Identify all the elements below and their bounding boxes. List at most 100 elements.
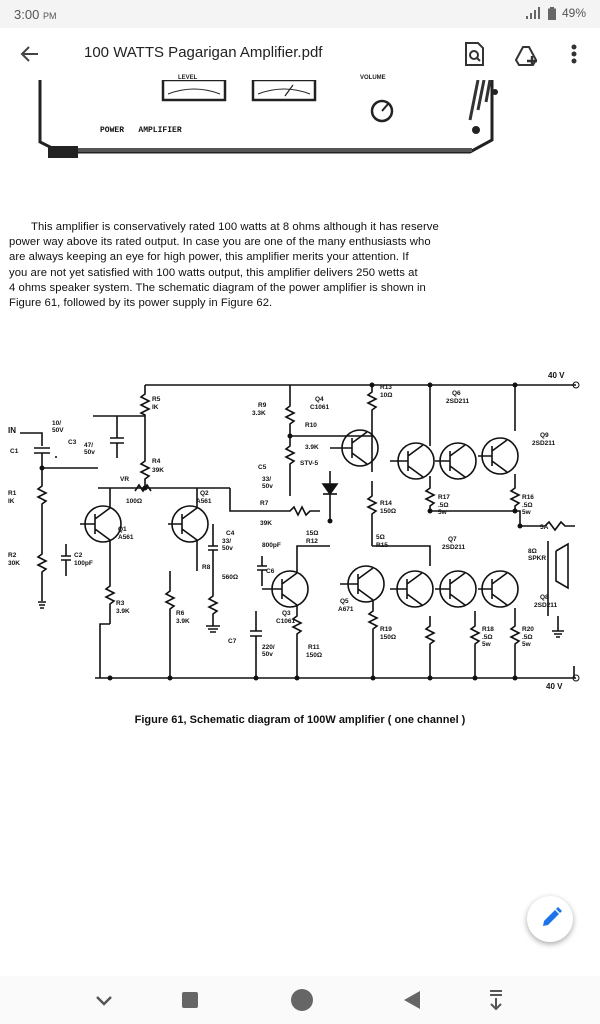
label-diode: STV-5 xyxy=(300,460,319,467)
label-c1: C1 xyxy=(10,448,19,455)
label-r10v: 3.9K xyxy=(305,444,319,451)
label-r18: R18 xyxy=(482,626,494,633)
home-circle-icon[interactable] xyxy=(290,988,314,1012)
figure-caption: Figure 61, Schematic diagram of 100W amp… xyxy=(134,714,466,726)
label-r5: R5 xyxy=(152,396,161,403)
label-q3: Q3 xyxy=(282,610,291,617)
label-r3v: 3.9K xyxy=(116,608,130,615)
label-r5v: IK xyxy=(152,404,159,411)
chevron-down-icon[interactable] xyxy=(92,988,116,1012)
edit-fab-button[interactable] xyxy=(527,896,573,942)
label-c5: C5 xyxy=(258,464,267,471)
label-r4v: 39K xyxy=(152,467,164,474)
search-document-icon[interactable] xyxy=(460,40,488,68)
pencil-icon xyxy=(543,907,562,926)
back-triangle-icon[interactable] xyxy=(400,988,424,1012)
amplifier-schematic-diagram xyxy=(20,381,580,682)
label-c4: C4 xyxy=(226,530,235,537)
label-r10: R10 xyxy=(305,422,317,429)
app-bar: 100 WATTS Pagarigan Amplifier.pdf xyxy=(0,28,600,80)
schematic-labels: 40 V 40 V IN C1 C3 10/ 50V 47/ 50v R5 IK… xyxy=(0,372,600,706)
paragraph-line: Figure 61, followed by its power supply … xyxy=(9,297,273,310)
status-icons: 49% xyxy=(525,6,586,20)
amplifier-enclosure-illustration xyxy=(38,80,498,158)
label-c7v: 220/ 50v xyxy=(262,644,275,658)
paragraph-line: you are not yet satisfied with 100 watts… xyxy=(9,266,418,279)
label-c5v: 33/ 50v xyxy=(262,476,273,490)
label-vtop: 40 V xyxy=(548,371,565,380)
label-r13v: 10Ω xyxy=(380,392,393,399)
label-q7v: 2SD211 xyxy=(442,544,466,551)
label-q7: Q7 xyxy=(448,536,457,543)
label-c3: C3 xyxy=(68,439,77,446)
paragraph-line: are always keeping an eye for high power… xyxy=(9,251,409,264)
battery-percent: 49% xyxy=(561,6,586,20)
label-r6v: 3.9K xyxy=(176,618,190,625)
label-r20v: .5Ω 5w xyxy=(522,634,533,648)
label-r9v: 3.3K xyxy=(252,410,266,417)
label-spk: 8Ω SPKR xyxy=(528,548,547,562)
label-q9: Q9 xyxy=(540,432,549,439)
meter-label-level: LEVEL xyxy=(178,75,198,81)
label-c2v: 100pF xyxy=(74,560,93,567)
label-r19v: 150Ω xyxy=(380,634,397,641)
label-c2: C2 xyxy=(74,552,83,559)
label-r13: R13 xyxy=(380,384,392,391)
label-r17v: .5Ω 5w xyxy=(438,502,449,516)
label-q4v: C1061 xyxy=(310,404,330,411)
label-q9v: 2SD211 xyxy=(532,440,556,447)
label-vr: VR xyxy=(120,476,130,483)
label-r19: R19 xyxy=(380,626,392,633)
label-r16v: .5Ω 5w xyxy=(522,502,533,516)
label-q1v: A561 xyxy=(118,534,134,541)
meter-label-volume: VOLUME xyxy=(360,75,386,81)
signal-icon xyxy=(525,7,540,19)
label-vrv: 100Ω xyxy=(126,498,143,505)
keyboard-down-icon[interactable] xyxy=(484,988,508,1012)
label-c4v: 33/ 50v xyxy=(222,538,233,552)
label-c6: C6 xyxy=(266,568,275,575)
document-title: 100 WATTS Pagarigan Amplifier.pdf xyxy=(84,44,323,61)
label-q6: Q6 xyxy=(452,390,461,397)
label-r1v: IK xyxy=(8,498,15,505)
paragraph-line: 4 ohms speaker system. The schematic dia… xyxy=(9,281,426,294)
status-time: 3:00 PM xyxy=(14,7,57,22)
label-r6: R6 xyxy=(176,610,185,617)
back-arrow-icon[interactable] xyxy=(16,40,44,68)
label-r12: R12 xyxy=(306,538,318,545)
label-r11: R11 xyxy=(308,644,320,651)
label-cap47: 47/ 50v xyxy=(84,442,95,456)
label-r15v: 5Ω xyxy=(376,534,385,541)
label-vbottom: 40 V xyxy=(546,682,563,691)
drive-add-icon[interactable] xyxy=(512,40,540,68)
label-fuse: 5A xyxy=(540,524,549,531)
label-r7v: 39K xyxy=(260,520,272,527)
label-r2: R2 xyxy=(8,552,17,559)
system-nav-bar xyxy=(0,976,600,1024)
label-r14: R14 xyxy=(380,500,392,507)
label-q6v: 2SD211 xyxy=(446,398,470,405)
label-r11v: 150Ω xyxy=(306,652,323,659)
label-r4: R4 xyxy=(152,458,161,465)
label-r15: R15 xyxy=(376,542,388,549)
paragraph-line: This amplifier is conservatively rated 1… xyxy=(31,221,439,233)
label-r17: R17 xyxy=(438,494,450,501)
label-q5: Q5 xyxy=(340,598,349,605)
label-r18v: .5Ω 5w xyxy=(482,634,493,648)
status-bar: 3:00 PM 49% xyxy=(0,0,600,28)
label-r14v: 150Ω xyxy=(380,508,397,515)
label-r7: R7 xyxy=(260,500,269,507)
label-q3v: C1061 xyxy=(276,618,296,625)
label-r12v: 15Ω xyxy=(306,530,319,537)
label-r1: R1 xyxy=(8,490,17,497)
recents-square-icon[interactable] xyxy=(178,988,202,1012)
more-options-icon[interactable] xyxy=(564,40,584,68)
label-q4: Q4 xyxy=(315,396,324,403)
body-paragraph: This amplifier is conservatively rated 1… xyxy=(9,220,569,311)
label-r8: R8 xyxy=(202,564,211,571)
label-q2: Q2 xyxy=(200,490,209,497)
label-in: IN xyxy=(8,426,16,435)
label-r3: R3 xyxy=(116,600,125,607)
paragraph-line: power way above its rated output. In cas… xyxy=(9,236,431,249)
label-r16: R16 xyxy=(522,494,534,501)
